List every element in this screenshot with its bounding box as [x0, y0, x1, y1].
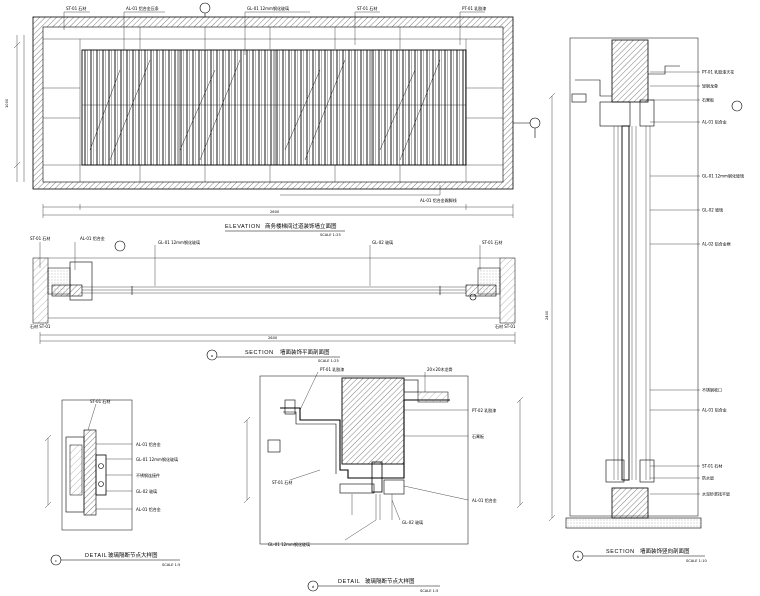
- detail-c-scale: SCALE 1:5: [162, 563, 180, 567]
- glass-reflection-line: [284, 69, 321, 151]
- secb-callout: 石膏板: [702, 97, 714, 103]
- marker-d: d: [312, 585, 314, 589]
- glass-reflection-line: [179, 69, 216, 151]
- glass-reflection-line: [109, 59, 151, 161]
- secb-callout: AL-01 铝合金: [702, 119, 727, 125]
- secb-callout: AL-01 铝合金: [702, 407, 727, 413]
- glass-reflection-line: [399, 59, 441, 161]
- detd-callout-4: 石膏板: [472, 433, 484, 439]
- plan-total-dim: 2600: [268, 336, 278, 340]
- detd-callout-7: GL-01 12mm钢化玻璃: [268, 541, 310, 547]
- secb-callout: 不锈钢收口: [702, 387, 722, 393]
- elev-callout-5: PT-01 乳胶漆: [462, 5, 486, 11]
- secb-callout: GL-01 12mm钢化玻璃: [702, 173, 744, 179]
- elev-total-dim: 2600: [270, 210, 280, 214]
- secb-callout: GL-02 玻璃: [702, 207, 723, 213]
- detd-callout-8: GL-02 玻璃: [402, 519, 423, 525]
- elevation-view: ST-01 石材 AL-01 铝合金压条 GL-01 12mm钢化玻璃 ST-0…: [5, 2, 541, 237]
- marker-c: c: [55, 559, 57, 563]
- detd-callout-5: ST-01 石材: [272, 479, 292, 485]
- elev-bottom-callout: AL-01 铝合金踢脚线: [420, 197, 457, 203]
- secb-callout: PT-01 乳胶漆天花: [702, 69, 734, 75]
- elev-callout-4: ST-01 石材: [357, 5, 377, 11]
- glass-reflection-line: [379, 69, 416, 151]
- section-b-label: SECTION: [606, 549, 635, 555]
- elev-title-cn: 商务楼梯间过道装饰墙立面图: [265, 222, 337, 230]
- detd-callout-2: 20×20木龙骨: [427, 366, 453, 372]
- secb-callout: 防水层: [702, 475, 714, 481]
- plan-callout-4: GL-02 玻璃: [372, 239, 393, 245]
- glass-reflection-line: [89, 69, 121, 151]
- plan-bottom-right: 石材 ST-01: [495, 323, 516, 329]
- plan-bottom-left: 石材 ST-01: [30, 323, 51, 329]
- secb-callout: 轻钢龙骨: [702, 83, 718, 89]
- elev-callout-1: ST-01 石材: [66, 5, 86, 11]
- detail-d-cn: 玻璃隔断节点大样图: [365, 577, 415, 585]
- section-b-scale: SCALE 1:10: [686, 559, 707, 563]
- detd-callout-6: AL-01 铝合金: [472, 497, 497, 503]
- marker-a: a: [211, 354, 213, 358]
- detail-c: ST-01 石材 AL-01 铝合金 GL-01 12mm钢化玻璃 不锈钢连接件…: [44, 398, 180, 567]
- detail-c-label: DETAIL: [85, 553, 107, 559]
- section-a-cn: 墙面装饰平面剖面图: [280, 348, 330, 356]
- glass-reflection-line: [304, 59, 346, 161]
- elev-height-dim: 1000: [5, 98, 9, 108]
- detc-callout-6: AL-01 铝合金: [136, 506, 161, 512]
- secb-height-dim: 2400: [545, 310, 549, 320]
- secb-callout: ST-01 石材: [702, 463, 722, 469]
- plan-callout-5: ST-01 石材: [482, 239, 502, 245]
- detail-d-scale: SCALE 1:5: [420, 589, 438, 593]
- elev-callout-3: GL-01 12mm钢化玻璃: [247, 5, 289, 11]
- elev-title-label: ELEVATION: [225, 224, 260, 230]
- detail-c-cn: 玻璃隔断节点大样图: [108, 551, 158, 559]
- plan-callout-left: ST-01 石材: [30, 235, 50, 241]
- plan-callout-2: AL-01 铝合金: [80, 235, 105, 241]
- detc-callout-5: GL-02 玻璃: [136, 488, 157, 494]
- plan-callout-3: GL-01 12mm钢化玻璃: [158, 239, 200, 245]
- marker-b: b: [577, 555, 580, 559]
- detc-callout-1: ST-01 石材: [90, 398, 110, 404]
- plan-section-a: ST-01 石材 AL-01 铝合金 GL-01 12mm钢化玻璃 GL-02 …: [30, 235, 516, 363]
- secb-callout: 水泥砂浆找平层: [702, 491, 730, 497]
- glass-reflection-line: [199, 59, 241, 161]
- detc-callout-3: GL-01 12mm钢化玻璃: [136, 456, 178, 462]
- detd-callout-1: PT-01 乳胶漆: [320, 366, 344, 372]
- detd-callout-3: PT-02 乳胶漆: [472, 407, 496, 413]
- detc-callout-2: AL-01 铝合金: [136, 441, 161, 447]
- detail-d: PT-01 乳胶漆 20×20木龙骨 PT-02 乳胶漆 石膏板 ST-01 石…: [243, 366, 524, 593]
- elev-title-scale: SCALE 1:25: [320, 233, 341, 237]
- elev-callout-2: AL-01 铝合金压条: [126, 5, 159, 11]
- detc-callout-4: 不锈钢连接件: [136, 472, 160, 478]
- section-a-scale: SCALE 1:25: [318, 359, 339, 363]
- section-b-cn: 墙面装饰竖向剖面图: [640, 547, 690, 555]
- detail-d-label: DETAIL: [338, 579, 360, 585]
- section-a-label: SECTION: [245, 350, 274, 356]
- secb-callout: AL-02 铝合金框: [702, 241, 731, 247]
